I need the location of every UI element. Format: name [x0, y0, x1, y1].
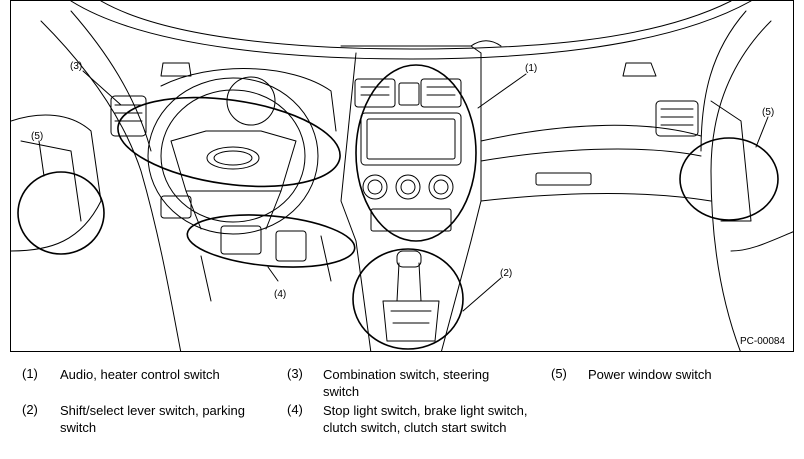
- dashboard-figure: (1) (2) (3) (4) (5) (5) PC-00084: [10, 0, 794, 352]
- legend-num-3: (3): [287, 366, 303, 381]
- highlight-ellipse-2: [352, 248, 464, 350]
- callout-5-right: (5): [762, 107, 774, 118]
- callout-5-left: (5): [31, 131, 43, 142]
- legend-num-1: (1): [22, 366, 38, 381]
- dashboard-line-drawing: (1) (2) (3) (4) (5) (5): [11, 1, 793, 351]
- legend-text-3: Combination switch, steering switch: [323, 367, 490, 399]
- highlight-ellipse-5a: [17, 171, 105, 255]
- callout-1: (1): [525, 63, 537, 74]
- highlight-ellipse-4: [186, 214, 356, 268]
- legend-text-2: Shift/select lever switch, parking switc…: [60, 403, 245, 435]
- callout-3: (3): [70, 61, 82, 72]
- callout-2: (2): [500, 268, 512, 279]
- legend-num-5: (5): [551, 366, 567, 381]
- legend-text-5: Power window switch: [588, 367, 712, 382]
- legend-num-2: (2): [22, 402, 38, 417]
- highlight-ellipse-1: [355, 64, 477, 242]
- legend-num-4: (4): [287, 402, 303, 417]
- figure-id: PC-00084: [739, 336, 785, 347]
- highlight-ellipse-3: [117, 96, 341, 188]
- legend-text-4: Stop light switch, brake light switch, c…: [323, 403, 528, 435]
- highlight-ellipse-5b: [679, 137, 779, 221]
- callout-4: (4): [274, 289, 286, 300]
- legend-text-1: Audio, heater control switch: [60, 367, 220, 382]
